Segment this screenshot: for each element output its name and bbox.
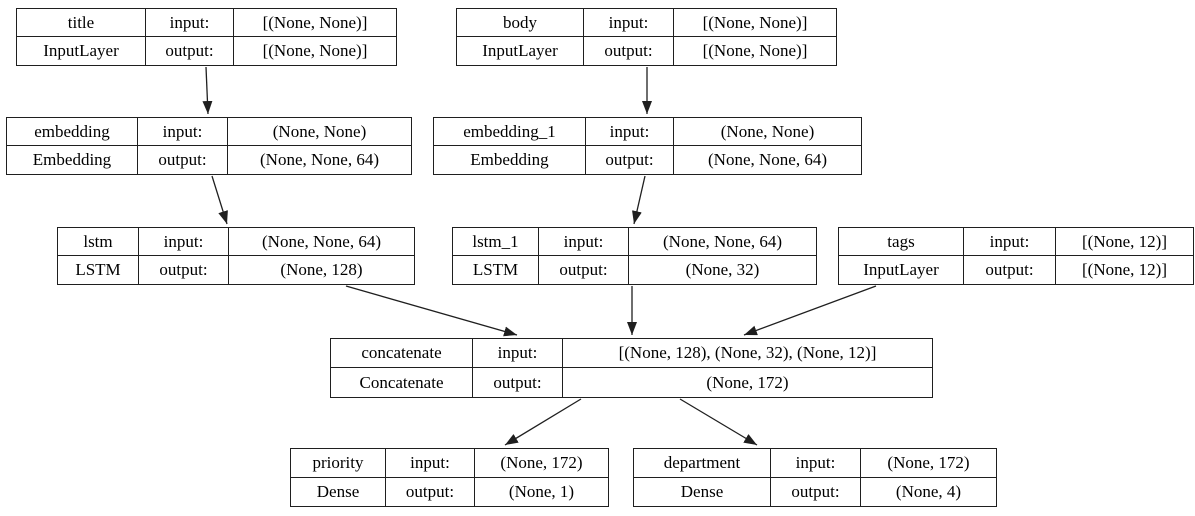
layer-type: LSTM: [58, 256, 139, 284]
output-label: output:: [586, 146, 674, 174]
layer-type: InputLayer: [457, 37, 584, 65]
output-label: output:: [964, 256, 1056, 284]
input-label: input:: [138, 118, 228, 146]
input-shape: [(None, None)]: [674, 9, 836, 37]
layer-name: department: [634, 449, 771, 478]
input-label: input:: [964, 228, 1056, 256]
input-shape: [(None, None)]: [234, 9, 396, 37]
output-label: output:: [584, 37, 674, 65]
output-shape: (None, 32): [685, 260, 760, 279]
layer-name: title: [17, 9, 146, 37]
edge-title-to-embedding: [202, 66, 213, 115]
output-label: output:: [771, 477, 861, 506]
input-shape: [(None, 12)]: [1056, 228, 1193, 256]
layer-name: lstm: [58, 228, 139, 256]
input-label: input:: [539, 228, 629, 256]
layer-name: embedding_1: [434, 118, 586, 146]
layer-type: Embedding: [7, 146, 138, 174]
layer-type: InputLayer: [17, 37, 146, 65]
output-shape: (None, 4): [895, 481, 962, 501]
output-shape: (None, 128): [280, 260, 363, 279]
input-label: input:: [139, 228, 229, 256]
edge-concatenate-to-department: [679, 398, 758, 446]
input-shape: (None, 172): [861, 449, 996, 478]
layer-type: Concatenate: [331, 368, 473, 397]
output-label: output:: [146, 37, 234, 65]
output-shape: (None, None, 64): [708, 150, 827, 169]
layer-name: embedding: [7, 118, 138, 146]
input-shape: (None, None, 64): [229, 228, 414, 256]
layer-type: LSTM: [453, 256, 539, 284]
output-label: output:: [138, 146, 228, 174]
layer-type: InputLayer: [839, 256, 964, 284]
output-label: output:: [386, 477, 475, 506]
output-shape: [(None, None)]: [262, 41, 368, 60]
edge-embedding-to-lstm: [211, 175, 228, 225]
output-shape: (None, 172): [706, 372, 789, 392]
layer-type: Dense: [634, 477, 771, 506]
input-shape: [(None, 128), (None, 32), (None, 12)]: [563, 339, 932, 368]
layer-name: body: [457, 9, 584, 37]
input-shape: (None, None): [674, 118, 861, 146]
layer-type: Dense: [291, 477, 386, 506]
output-label: output:: [473, 368, 563, 397]
input-label: input:: [586, 118, 674, 146]
edge-concatenate-to-priority: [504, 398, 582, 446]
output-shape: [(None, None)]: [702, 41, 808, 60]
layer-name: concatenate: [331, 339, 473, 368]
input-label: input:: [771, 449, 861, 478]
output-label: output:: [539, 256, 629, 284]
input-shape: (None, None, 64): [629, 228, 816, 256]
output-label: output:: [139, 256, 229, 284]
edge-embedding_1-to-lstm_1: [632, 175, 646, 225]
output-shape: (None, None, 64): [260, 150, 379, 169]
layer-name: lstm_1: [453, 228, 539, 256]
output-shape: (None, 1): [508, 481, 575, 501]
input-label: input:: [386, 449, 475, 478]
layer-type: Embedding: [434, 146, 586, 174]
edge-lstm-to-concatenate: [345, 285, 518, 337]
edge-tags-to-concatenate: [743, 285, 877, 336]
input-label: input:: [473, 339, 563, 368]
input-label: input:: [146, 9, 234, 37]
layer-name: priority: [291, 449, 386, 478]
input-shape: (None, None): [228, 118, 411, 146]
layer-name: tags: [839, 228, 964, 256]
input-label: input:: [584, 9, 674, 37]
input-shape: (None, 172): [475, 449, 608, 478]
output-shape: [(None, 12)]: [1082, 260, 1167, 279]
